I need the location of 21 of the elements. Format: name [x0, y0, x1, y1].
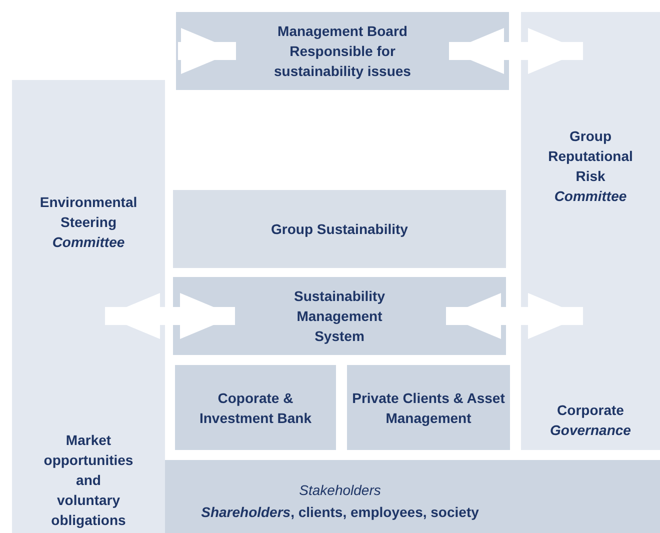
- node-label: Management Board Responsible for sustainability issues: [273, 22, 412, 81]
- arrow: [178, 28, 236, 74]
- double-arrow: [449, 28, 583, 74]
- committee-column: [12, 80, 165, 533]
- double-arrow: [446, 293, 583, 339]
- division-box: [175, 365, 336, 450]
- committee-column: [521, 12, 660, 450]
- node-heading: Stakeholders: [298, 481, 382, 500]
- node-label: Sustainability Management System: [292, 287, 386, 346]
- node-label: Coporate & Investment Bank: [198, 389, 313, 428]
- node-label: Private Clients & Asset Management: [351, 389, 506, 428]
- node-label: Group Sustainability: [270, 220, 409, 239]
- node-label: Corporate Governance: [549, 401, 632, 440]
- double-arrow: [105, 293, 235, 339]
- node-label: Market opportunities and voluntary obligations: [42, 431, 134, 530]
- node-heading: Group Reputational Risk Committee: [547, 127, 634, 206]
- node-label: Shareholders, clients, employees, society: [200, 503, 480, 522]
- stakeholder-band: [165, 460, 660, 533]
- department-box: [173, 190, 506, 268]
- division-box: [347, 365, 510, 450]
- node-heading: Environmental Steering Committee: [38, 193, 138, 252]
